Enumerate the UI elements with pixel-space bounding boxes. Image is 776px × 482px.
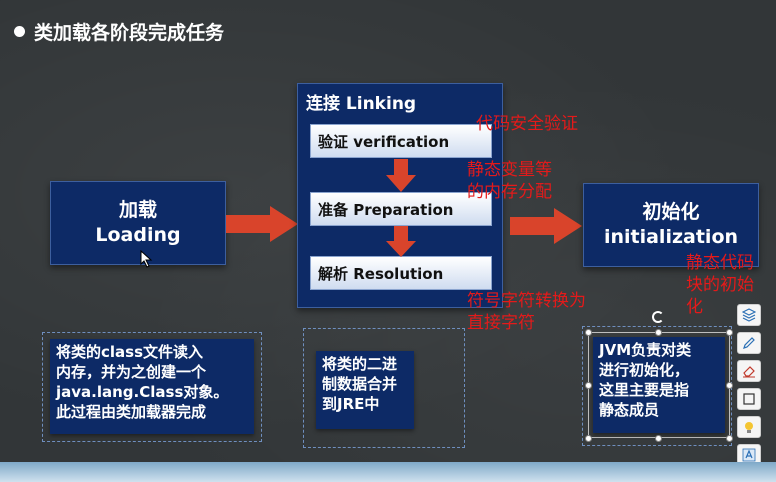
bullet-icon <box>14 26 25 37</box>
step-resolution: 解析 Resolution <box>310 256 492 290</box>
slide-title: 类加载各阶段完成任务 <box>14 18 224 45</box>
init-label-cn: 初始化 <box>642 201 700 223</box>
bottom-strip <box>0 462 776 482</box>
resize-handle[interactable] <box>585 329 592 336</box>
resize-handle[interactable] <box>655 435 662 442</box>
text-tool-icon[interactable] <box>737 444 761 466</box>
loading-label-cn: 加载 <box>118 199 157 221</box>
floating-toolbar <box>737 304 763 472</box>
rotate-handle-icon[interactable] <box>652 311 664 323</box>
eraser-icon[interactable] <box>737 360 761 382</box>
step-verification: 验证 verification <box>310 124 492 158</box>
resize-handle[interactable] <box>726 435 733 442</box>
layers-icon[interactable] <box>737 304 761 326</box>
arrow-right-icon <box>510 208 582 244</box>
loading-label-en: Loading <box>95 224 181 246</box>
slide-title-text: 类加载各阶段完成任务 <box>34 22 225 44</box>
arrow-down-icon <box>386 159 416 192</box>
prepare-annotation: 静态变量等 的内存分配 <box>467 160 552 202</box>
mouse-cursor-icon <box>140 250 153 268</box>
init-note[interactable]: JVM负责对类 进行初始化， 这里主要是指 静态成员 <box>593 337 725 433</box>
resize-handle[interactable] <box>585 382 592 389</box>
step-preparation: 准备 Preparation <box>310 192 492 226</box>
resolve-annotation: 符号字符转换为 直接字符 <box>467 291 586 333</box>
linking-note-frame <box>303 328 465 448</box>
init-label-en: initialization <box>603 226 739 248</box>
initialization-stage-box: 初始化 initialization <box>583 183 759 267</box>
resize-handle[interactable] <box>585 435 592 442</box>
linking-title: 连接 Linking <box>306 94 417 114</box>
pen-icon[interactable] <box>737 332 761 354</box>
resize-handle[interactable] <box>655 329 662 336</box>
arrow-right-icon <box>226 206 298 242</box>
resize-handle[interactable] <box>726 329 733 336</box>
loading-stage-box: 加载 Loading <box>50 181 226 265</box>
linking-stage-box: 连接 Linking 验证 verification 准备 Preparatio… <box>297 83 503 308</box>
linking-note: 将类的二进 制数据合并 到JRE中 <box>316 351 414 429</box>
verify-annotation: 代码安全验证 <box>476 114 578 134</box>
frame-icon[interactable] <box>737 388 761 410</box>
arrow-down-icon <box>386 226 416 257</box>
resize-handle[interactable] <box>726 382 733 389</box>
loading-note-frame <box>42 332 262 442</box>
init-annotation: 静态代码 块的初始 化 <box>686 253 754 317</box>
bulb-icon[interactable] <box>737 416 761 438</box>
loading-note: 将类的class文件读入 内存，并为之创建一个 java.lang.Class对… <box>50 339 254 434</box>
